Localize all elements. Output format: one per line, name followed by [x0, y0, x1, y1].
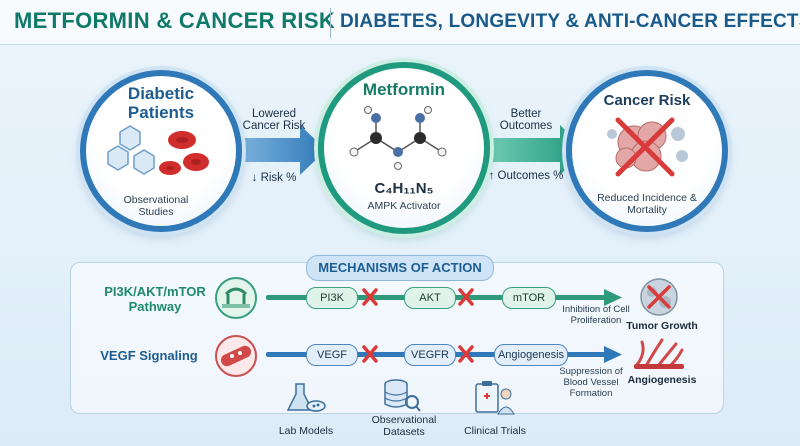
lab-flask-icon — [286, 383, 326, 412]
observational-studies-caption: Observational Studies — [123, 194, 189, 218]
clinical-trial-icon — [475, 381, 515, 415]
blood-vessel-icon — [215, 335, 257, 377]
metformin-formula: C₄H₁₁N₅ — [374, 180, 434, 197]
cancer-risk-title: Cancer Risk — [603, 92, 691, 109]
risk-percent-label: ↓ Risk % — [251, 172, 297, 184]
page-title: METFORMIN & CANCER RISK — [14, 8, 336, 33]
title-divider — [330, 8, 331, 38]
vegfr-node: VEGFR — [404, 344, 456, 366]
angiogenesis-outcome-label: Angiogenesis — [627, 374, 697, 386]
metformin-molecule-icon — [349, 106, 447, 170]
blood-cells-icon — [107, 125, 209, 175]
arrow-left-shape — [218, 125, 326, 175]
tumor-growth-icon — [640, 278, 678, 316]
lowered-cancer-risk-label: Lowered Cancer Risk — [242, 108, 306, 132]
angiogenesis-icon — [634, 338, 684, 369]
page-subtitle: DIABETES, LONGEVITY & ANTI-CANCER EFFECT… — [340, 11, 800, 32]
vegf-node: VEGF — [306, 344, 358, 366]
ampk-activator-caption: AMPK Activator — [367, 200, 441, 212]
mtor-node: mTOR — [502, 287, 556, 309]
suppression-vessel-label: Suppression of Blood Vessel Formation — [559, 366, 623, 399]
lab-models-label: Lab Models — [278, 425, 334, 437]
mechanisms-title: MECHANISMS OF ACTION — [306, 255, 494, 281]
receptor-icon — [215, 277, 257, 319]
pi3k-node: PI3K — [306, 287, 358, 309]
angiogenesis-node: Angiogenesis — [494, 344, 568, 366]
diabetic-patients-title: Diabetic Patients — [127, 84, 195, 122]
observational-datasets-label: Observational Datasets — [371, 414, 437, 438]
diabetic-patients-circle — [80, 70, 242, 232]
pi3k-pathway-label: PI3K/AKT/mTOR Pathway — [104, 284, 206, 314]
tumor-growth-label: Tumor Growth — [626, 320, 698, 332]
vegf-signaling-label: VEGF Signaling — [100, 348, 198, 363]
database-icon — [384, 379, 421, 412]
better-outcomes-label: Better Outcomes — [499, 108, 553, 132]
akt-node: AKT — [404, 287, 456, 309]
outcomes-percent-label: ↑ Outcomes % — [488, 170, 564, 182]
crossed-tumor-icon — [607, 117, 688, 177]
inhibition-proliferation-label: Inhibition of Cell Proliferation — [562, 304, 630, 326]
header-bar — [0, 0, 800, 45]
reduced-incidence-caption: Reduced Incidence & Mortality — [597, 192, 697, 216]
arrow-right-shape — [470, 125, 586, 175]
clinical-trials-label: Clinical Trials — [464, 425, 526, 437]
metformin-title: Metformin — [362, 80, 446, 99]
